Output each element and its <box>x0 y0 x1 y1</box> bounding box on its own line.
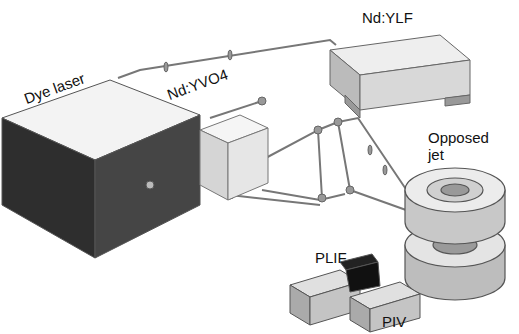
camera-label: PLIF <box>315 250 347 267</box>
laser-label: Nd:YVO4 <box>165 66 230 103</box>
apparatus-label: Opposed jet <box>428 130 498 163</box>
laser-label: Nd:YLF <box>362 10 413 27</box>
camera-label: PIV <box>382 314 406 331</box>
